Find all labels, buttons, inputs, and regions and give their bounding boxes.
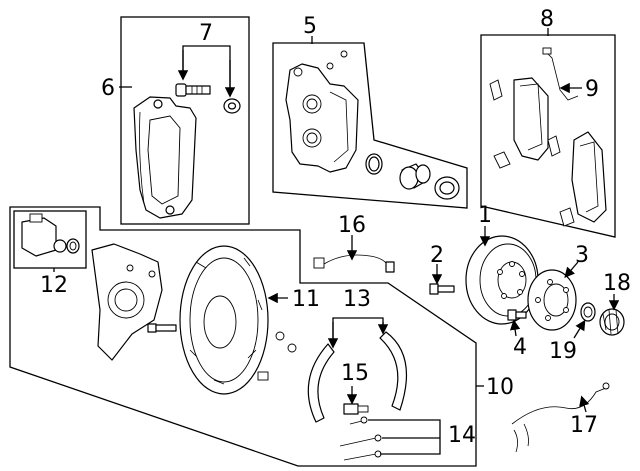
caliper-boot-part <box>434 176 460 200</box>
shoe-adjuster-part <box>343 403 369 415</box>
parking-brake-box <box>9 206 477 467</box>
parking-shoe-left-part <box>307 343 335 423</box>
splash-shield-part <box>179 245 269 395</box>
mount-bolt-part <box>147 323 177 333</box>
brake-hose-part <box>511 382 610 453</box>
caliper-bracket-part <box>133 96 197 219</box>
hub-bearing-part <box>599 308 625 336</box>
callout-4: 4 <box>513 335 527 360</box>
callout-19-leader <box>573 319 586 339</box>
caliper-housing-part <box>285 50 359 173</box>
callout-12: 12 <box>40 273 68 298</box>
callout-11: 11 <box>292 287 320 312</box>
callout-14-leader <box>368 419 441 455</box>
callout-3: 3 <box>575 243 589 268</box>
wheel-speed-harness-part <box>313 254 395 273</box>
actuator-box <box>13 210 87 269</box>
callout-18: 18 <box>603 271 631 296</box>
callout-16: 16 <box>338 213 366 238</box>
callout-14: 14 <box>448 423 476 448</box>
brake-pad-inner-part <box>513 77 549 161</box>
callout-13: 13 <box>343 287 371 312</box>
wear-sensor-part <box>542 47 579 101</box>
callout-3-leader <box>564 261 579 278</box>
brake-pad-outer-part <box>571 131 607 223</box>
callout-2: 2 <box>430 243 444 268</box>
caliper-seal-part <box>365 153 383 175</box>
callout-4-leader <box>509 319 521 337</box>
hold-down-springs-part <box>339 416 382 461</box>
callout-6: 6 <box>101 76 115 101</box>
callout-9: 9 <box>585 77 599 102</box>
pad-kit-box <box>480 34 616 238</box>
hub-seal-part <box>580 302 596 322</box>
callout-15: 15 <box>341 361 369 386</box>
brake-rotor-part <box>465 235 539 325</box>
callout-17-leader <box>579 395 590 413</box>
callout-7: 7 <box>199 21 213 46</box>
callout-10: 10 <box>486 375 514 400</box>
guide-nut-part <box>223 98 241 114</box>
mount-bracket-part <box>91 243 163 361</box>
wheel-hub-part <box>527 269 577 331</box>
caliper-bracket-box <box>120 16 250 225</box>
guide-bolt-part <box>175 83 211 97</box>
callout-5: 5 <box>303 14 317 39</box>
callout-8: 8 <box>540 7 554 32</box>
callout-17: 17 <box>570 413 598 438</box>
callout-19: 19 <box>549 339 577 364</box>
pad-clips-part <box>489 79 575 227</box>
parking-shoe-right-part <box>379 331 407 411</box>
callout-1: 1 <box>478 203 492 228</box>
callout-13-leader <box>332 317 384 344</box>
parking-actuator-part <box>21 213 80 257</box>
caliper-piston-part <box>399 163 431 190</box>
shield-hardware-part <box>257 331 297 381</box>
rotor-bolt-part <box>429 283 455 295</box>
hub-stud-part <box>507 309 527 321</box>
caliper-box <box>272 42 468 209</box>
